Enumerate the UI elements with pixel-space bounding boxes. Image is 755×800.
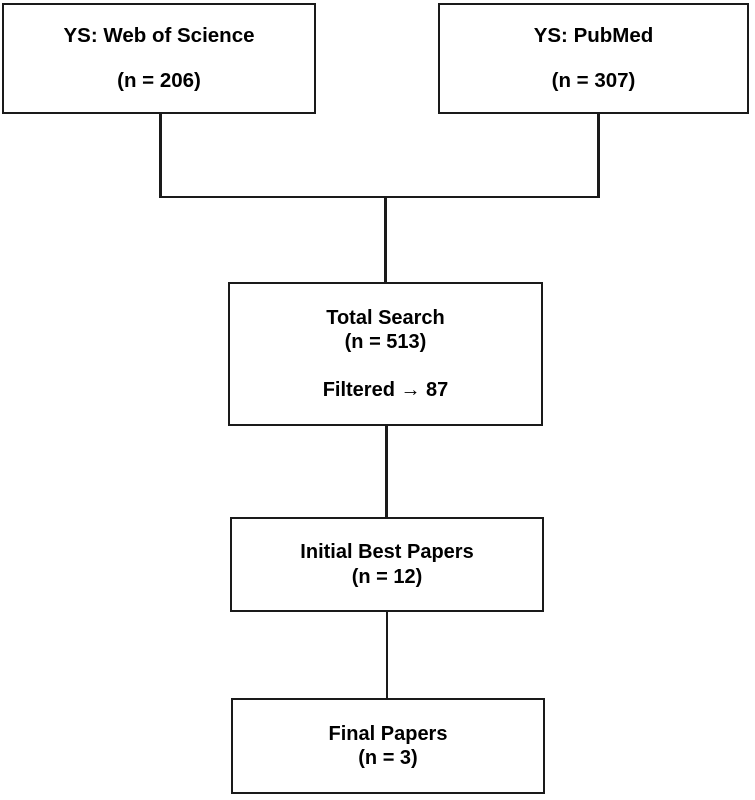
node-initial-best-papers-title: Initial Best Papers <box>300 541 474 564</box>
connector-merge-bar <box>159 195 600 198</box>
node-pubmed: YS: PubMed (n = 307) <box>438 3 749 114</box>
node-pubmed-title: YS: PubMed <box>533 23 654 47</box>
node-final-papers-title: Final Papers <box>328 722 448 745</box>
node-web-of-science: YS: Web of Science (n = 206) <box>2 3 316 114</box>
connector-pubmed-to-merge <box>597 113 600 198</box>
connector-initial-best-papers-to-final-papers <box>385 610 388 699</box>
node-web-of-science-title: YS: Web of Science <box>63 23 255 47</box>
node-total-search-count: (n = 513) <box>344 331 427 354</box>
node-initial-best-papers: Initial Best Papers (n = 12) <box>230 517 544 612</box>
connector-total-search-to-initial-best-papers <box>385 424 388 518</box>
connector-merge-to-total-search <box>384 195 387 284</box>
node-pubmed-count: (n = 307) <box>551 68 636 92</box>
node-final-papers: Final Papers (n = 3) <box>231 698 545 794</box>
node-final-papers-count: (n = 3) <box>358 747 418 769</box>
node-total-search-title: Total Search <box>326 306 445 329</box>
node-web-of-science-count: (n = 206) <box>117 68 201 92</box>
node-total-search: Total Search (n = 513) Filtered → 87 <box>228 282 543 426</box>
connector-web-of-science-to-merge <box>159 113 162 198</box>
node-total-search-filtered: Filtered → 87 <box>322 378 449 401</box>
node-initial-best-papers-count: (n = 12) <box>351 565 423 588</box>
